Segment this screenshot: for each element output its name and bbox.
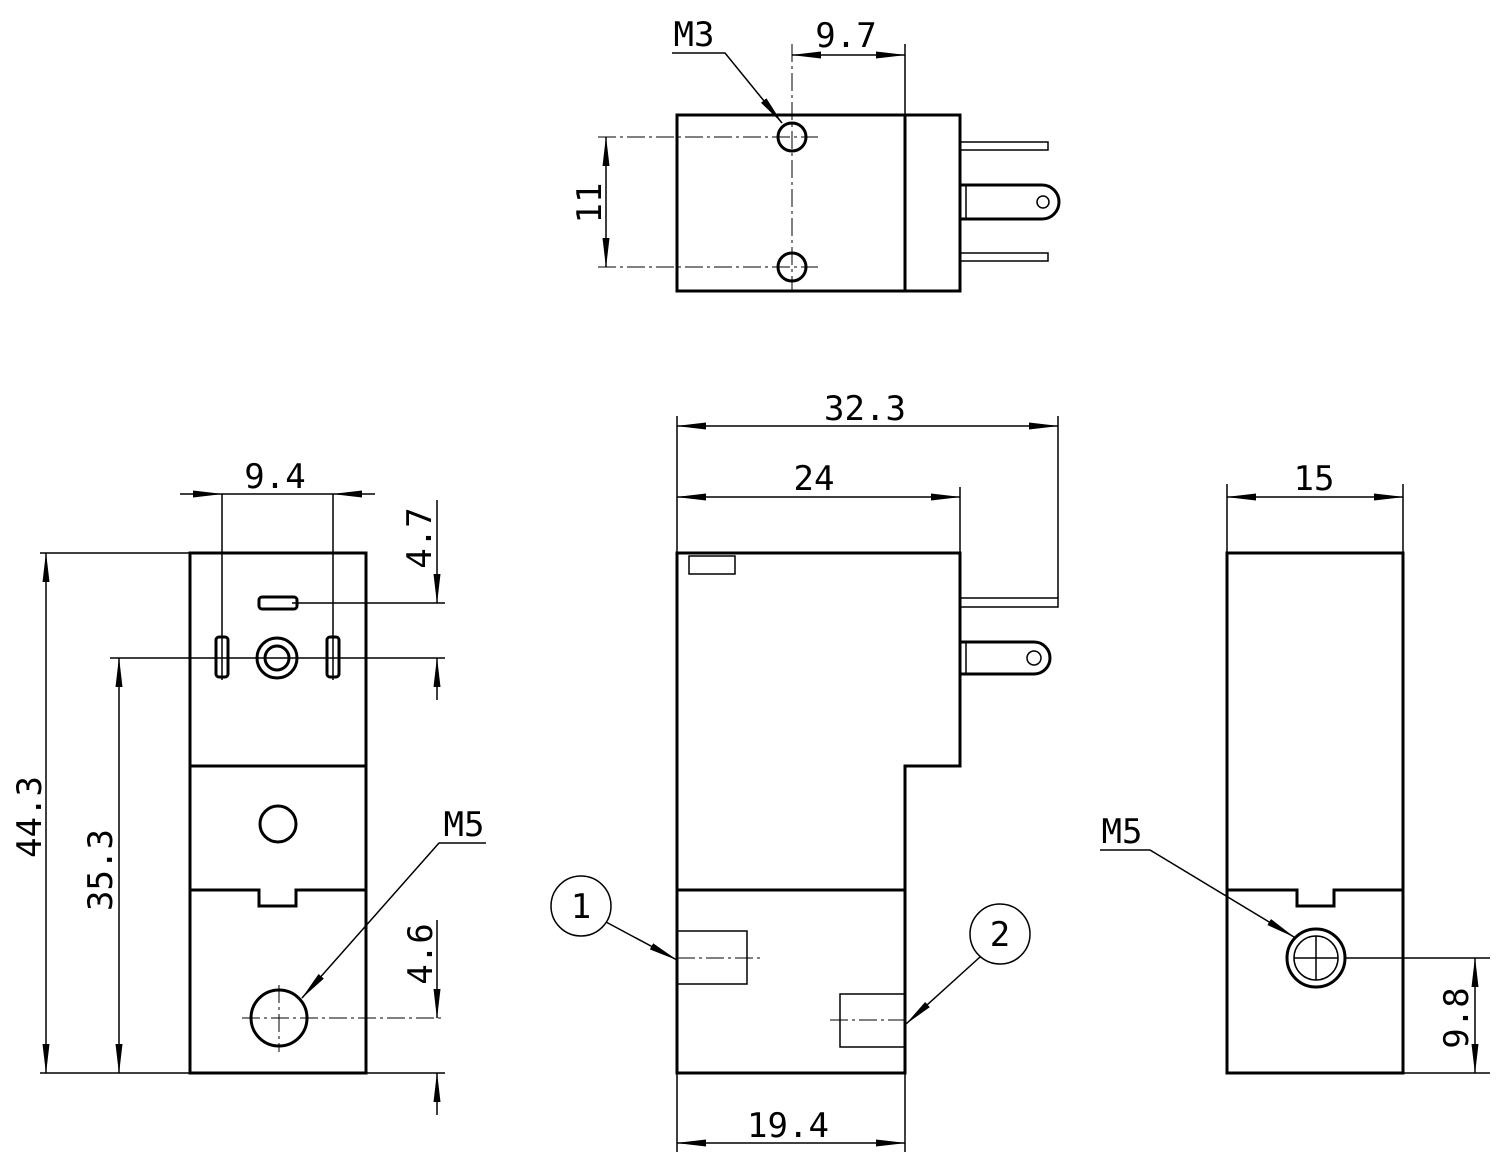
thread-label-m5-rear: M5 bbox=[1102, 812, 1143, 852]
dim-overall-length: 32.3 bbox=[824, 389, 906, 429]
leader-m5-rear bbox=[1100, 849, 1295, 938]
dim-hole-spacing: 11 bbox=[570, 183, 610, 224]
port-balloon-1 bbox=[550, 875, 612, 937]
top-pin-upper bbox=[959, 141, 1049, 151]
side-view: 32.3 24 19.4 1 2 bbox=[550, 389, 1059, 1152]
top-connector-block bbox=[903, 113, 962, 293]
front-body bbox=[188, 551, 368, 1075]
dim-pin-height: 35.3 bbox=[81, 829, 121, 911]
leader-m5-front bbox=[301, 842, 486, 999]
dim-port-to-bottom: 4.6 bbox=[401, 923, 441, 984]
side-body bbox=[675, 551, 962, 1075]
front-view: 9.4 4.7 44.3 35.3 4.6 M5 bbox=[10, 457, 486, 1115]
dim-hole-offset: 9.7 bbox=[815, 16, 876, 56]
front-indicator-hole bbox=[258, 804, 298, 844]
port-label-1: 1 bbox=[571, 887, 591, 927]
dim-width: 15 bbox=[1294, 459, 1335, 499]
top-pin-tab bbox=[960, 183, 1061, 221]
dim-pin-to-top: 4.7 bbox=[400, 507, 440, 568]
front-pin-ground bbox=[257, 595, 299, 611]
dim-pin-spacing: 9.4 bbox=[244, 457, 305, 497]
side-pin-upper bbox=[959, 597, 1059, 608]
side-pin-tab bbox=[960, 640, 1052, 676]
front-base-notch bbox=[190, 888, 366, 908]
port-label-2: 2 bbox=[990, 915, 1010, 955]
leader-port-2 bbox=[905, 956, 981, 1025]
dim-base-length: 19.4 bbox=[747, 1106, 829, 1146]
dim-port-height: 9.8 bbox=[1437, 987, 1477, 1048]
side-top-tab bbox=[688, 555, 736, 575]
thread-label-m5-front: M5 bbox=[444, 805, 485, 845]
leader-m3 bbox=[672, 52, 783, 124]
rear-base-notch bbox=[1227, 888, 1403, 908]
rear-body bbox=[1225, 551, 1405, 1075]
dim-overall-height: 44.3 bbox=[10, 776, 50, 858]
rear-view: 15 9.8 M5 bbox=[1100, 459, 1490, 1075]
side-pin-hole bbox=[1026, 650, 1042, 666]
top-pin-lower bbox=[959, 252, 1049, 262]
top-view: 9.7 11 M3 bbox=[570, 15, 1061, 293]
port-balloon-2 bbox=[969, 903, 1031, 965]
top-pin-hole bbox=[1036, 195, 1050, 209]
top-body bbox=[675, 113, 907, 293]
thread-label-m3: M3 bbox=[674, 15, 715, 55]
leader-port-1 bbox=[605, 921, 678, 961]
dim-body-length: 24 bbox=[794, 459, 835, 499]
